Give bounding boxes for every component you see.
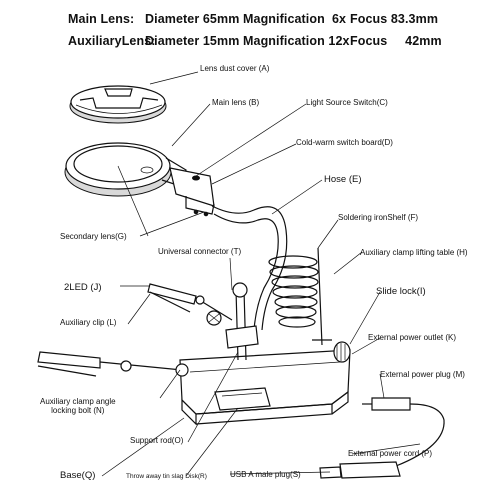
base-drawing [179,341,351,426]
main-lens-diameter: Diameter 65mm [145,12,240,26]
label-base: Base(Q) [60,470,96,481]
label-usb-plug: USB A male plug(S) [230,470,301,479]
label-universal-connector: Universal connector (T) [158,247,242,256]
soldering-shelf-coil-drawing [268,247,332,346]
label-slide-lock: Slide lock(I) [376,286,426,297]
label-main-lens: Main lens (B) [212,98,260,107]
aux-lens-focus: Focus 42mm [350,34,442,48]
main-lens-spec-name: Main Lens: [68,12,135,26]
power-cord-drawing [319,397,445,479]
label-secondary-lens: Secondary lens(G) [60,232,127,241]
aux-lens-magnification: Magnification 12x [243,34,350,48]
label-hose: Hose (E) [324,174,362,185]
label-light-source-switch: Light Source Switch(C) [306,98,388,107]
label-aux-clamp-angle-bolt-line1: Auxiliary clamp angle [40,397,116,406]
label-aux-clamp-angle-bolt: Auxiliary clamp angle locking bolt (N) [40,397,116,415]
lens-dust-cover-drawing [69,85,167,124]
leader-lines [101,71,421,477]
label-external-power-plug: External power plug (M) [380,370,465,379]
label-external-power-outlet: External power outlet (K) [368,333,457,342]
main-lens-magnification: Magnification 6x [243,12,347,26]
main-lens-focus: Focus 83.3mm [350,12,439,26]
label-support-rod: Support rod(O) [130,436,184,445]
support-rod-drawing [206,282,259,361]
label-soldering-iron-shelf: Soldering ironShelf (F) [338,213,419,222]
label-tin-slag-disk: Throw away tin slag Disk(R) [126,473,207,480]
label-lens-dust-cover: Lens dust cover (A) [200,64,270,73]
aux-lens-spec-name: AuxiliaryLens: [68,34,156,48]
label-cold-warm-switch-board: Cold-warm switch board(D) [296,138,393,147]
main-lens-drawing [64,142,215,215]
aux-lens-diameter: Diameter 15mm [145,34,240,48]
label-2led: 2LED (J) [64,282,102,293]
auxiliary-clip-drawing [37,283,233,377]
label-auxiliary-clip: Auxiliary clip (L) [60,318,117,327]
label-aux-clamp-angle-bolt-line2: locking bolt (N) [51,406,105,415]
label-aux-clamp-lifting-table: Auxiliary clamp lifting table (H) [360,248,468,257]
hose-drawing [211,205,288,331]
label-external-power-cord: External power cord (P) [348,449,433,458]
led-drawing [193,209,209,217]
